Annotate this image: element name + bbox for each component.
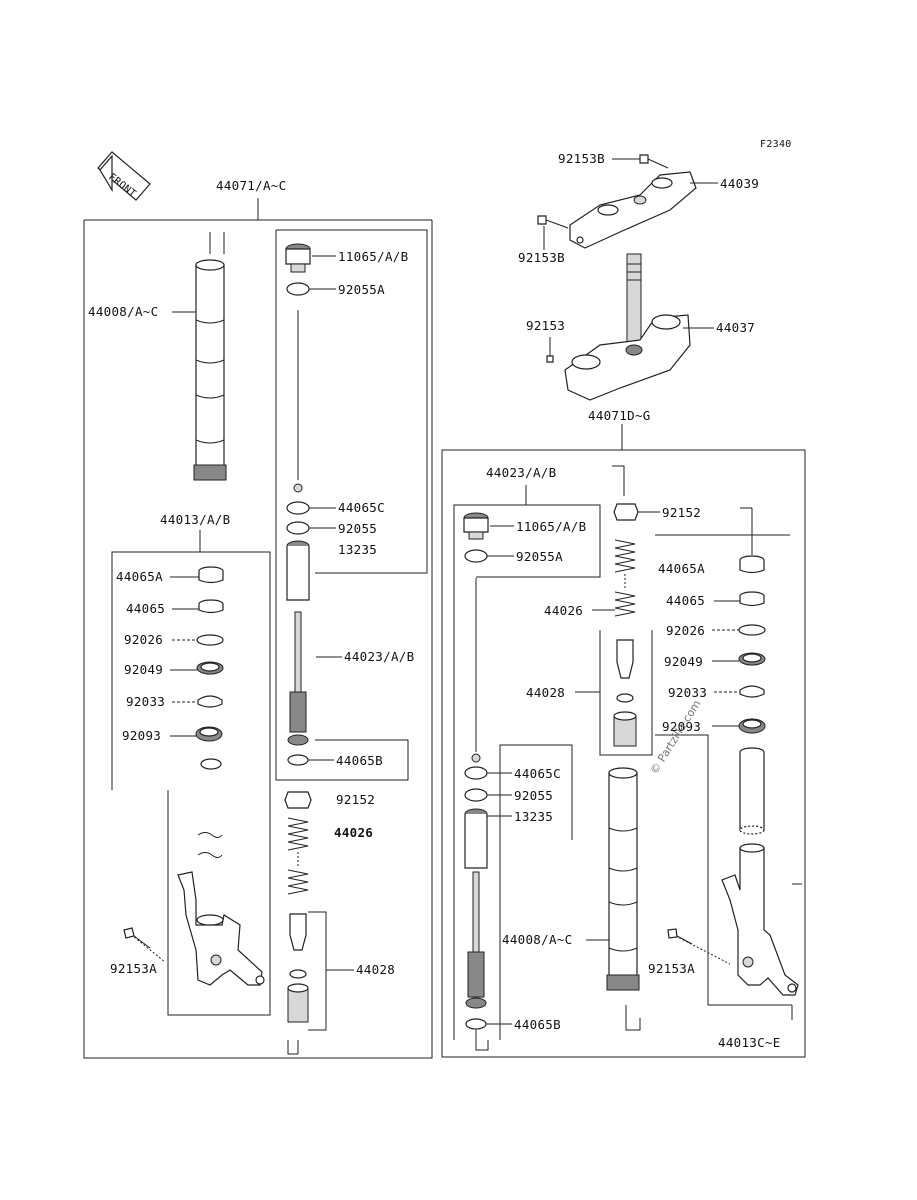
o-ring-left (200, 758, 222, 770)
label-44071d-g: 44071D~G (588, 408, 651, 423)
oil-seal-92049-right (738, 652, 766, 666)
label-44028-left: 44028 (356, 962, 395, 977)
label-44065b-left: 44065B (336, 753, 383, 768)
left-fork-box (83, 198, 433, 1059)
label-13235-right: 13235 (514, 809, 553, 824)
outer-tube-right (606, 767, 640, 991)
label-44028-right: 44028 (526, 685, 565, 700)
label-92153: 92153 (526, 318, 565, 333)
o-ring-92055-left (286, 521, 310, 535)
label-44037: 44037 (716, 320, 755, 335)
washer-44065b-left (287, 754, 309, 766)
front-arrow-icon: FRONT (97, 151, 151, 201)
label-13235-left: 13235 (338, 542, 377, 557)
label-92153b-mid: 92153B (518, 250, 565, 265)
o-ring-92055a-right (464, 549, 488, 563)
label-11065-a-b-right: 11065/A/B (516, 519, 586, 534)
dust-seal-92093-right (738, 718, 766, 734)
right-fork-box (441, 449, 806, 1058)
label-92093-left: 92093 (122, 728, 161, 743)
label-44065-right: 44065 (666, 593, 705, 608)
washer-92026-left (196, 634, 224, 646)
oil-seal-92049-left (196, 661, 224, 675)
bolt-92153b-mid (537, 215, 569, 229)
bushing-13235-left (286, 540, 310, 601)
label-92153a-right: 92153A (648, 961, 695, 976)
steering-stem-44037 (564, 253, 691, 401)
bolt-92153 (546, 355, 554, 363)
label-92153a-left: 92153A (110, 961, 157, 976)
label-44065c-left: 44065C (338, 500, 385, 515)
label-44065a-right: 44065A (658, 561, 705, 576)
cartridge-rod-right (465, 871, 487, 1009)
label-44065a-left: 44065A (116, 569, 163, 584)
label-44065b-right: 44065B (514, 1017, 561, 1032)
bushing-44065-right (739, 591, 765, 607)
label-92033-right: 92033 (668, 685, 707, 700)
label-44026-left: 44026 (334, 825, 373, 840)
lower-fork-leg-right (721, 747, 799, 996)
label-92055a-right: 92055A (516, 549, 563, 564)
washer-44065c-left (286, 501, 310, 515)
label-92152-left: 92152 (336, 792, 375, 807)
bushing-13235-right (464, 808, 488, 869)
bolt-92153a-right (667, 928, 693, 945)
nut-92152-left (284, 791, 312, 809)
label-92026-left: 92026 (124, 632, 163, 647)
circlip-92033-right (739, 685, 765, 698)
label-92049-right: 92049 (664, 654, 703, 669)
label-44071-a-c: 44071/A~C (216, 178, 286, 193)
piston-44028-left (287, 913, 309, 1023)
outer-tube-left (193, 232, 227, 481)
watermark: © Partzilla.com (648, 698, 704, 777)
washer-92026-right (738, 624, 766, 636)
o-ring-92055a-left (286, 282, 310, 296)
label-44039: 44039 (720, 176, 759, 191)
spring-44026-left (287, 817, 309, 895)
lower-fork-leg-left (177, 832, 265, 986)
label-11065-a-b-left: 11065/A/B (338, 249, 408, 264)
label-44013c-e: 44013C~E (718, 1035, 781, 1050)
piston-44028-right (613, 639, 637, 747)
bushing-44065-left (198, 599, 224, 614)
label-92055-right: 92055 (514, 788, 553, 803)
upper-triple-clamp-44039 (569, 171, 697, 249)
cartridge-rod-left (287, 611, 309, 746)
label-44023-a-b-right: 44023/A/B (486, 465, 556, 480)
label-44013-a-b: 44013/A/B (160, 512, 230, 527)
label-92153b-top: 92153B (558, 151, 605, 166)
label-44026-right: 44026 (544, 603, 583, 618)
nut-92152-right (613, 503, 639, 521)
spring-44026-right (614, 539, 636, 617)
label-92055-left: 92055 (338, 521, 377, 536)
label-44008-a-c-left: 44008/A~C (88, 304, 158, 319)
label-92026-right: 92026 (666, 623, 705, 638)
bushing-44065a-left (198, 566, 224, 584)
circlip-92033-left (197, 695, 223, 708)
label-92033-left: 92033 (126, 694, 165, 709)
label-44065c-right: 44065C (514, 766, 561, 781)
fork-cap-right (463, 512, 489, 540)
washer-44065b-right (465, 1018, 487, 1030)
washer-44065c-right (464, 766, 488, 780)
label-44065-left: 44065 (126, 601, 165, 616)
bushing-44065a-right (739, 555, 765, 574)
label-92093-right: 92093 (662, 719, 701, 734)
fork-cap-left (285, 243, 311, 273)
o-ring-92055-right (464, 788, 488, 802)
label-44023-a-b-left: 44023/A/B (344, 649, 414, 664)
label-92049-left: 92049 (124, 662, 163, 677)
label-92152-right: 92152 (662, 505, 701, 520)
bolt-92153b-top (639, 154, 669, 169)
label-92055a-left: 92055A (338, 282, 385, 297)
figure-code: F2340 (760, 139, 792, 150)
dust-seal-92093-left (195, 726, 223, 742)
bolt-92153a-left (123, 927, 151, 949)
label-44008-a-c-right: 44008/A~C (502, 932, 572, 947)
